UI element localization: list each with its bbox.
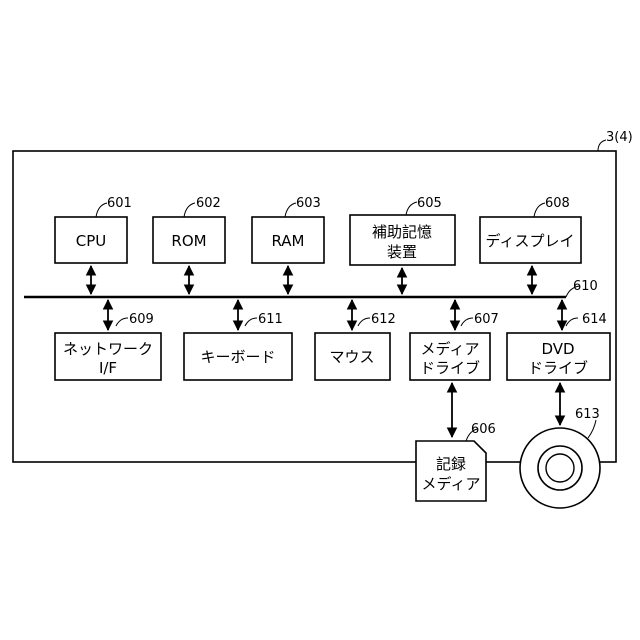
network-if-label-line1: ネットワーク	[63, 340, 153, 358]
rom-label: ROM	[171, 232, 206, 250]
cpu-label: CPU	[76, 232, 107, 250]
mouse-block: マウス 612	[315, 312, 396, 380]
recording-media-label-line1: 記録	[436, 455, 466, 473]
network-if-ref: 609	[129, 312, 154, 327]
media-drive-ref: 607	[474, 312, 499, 327]
auxiliary-storage-block: 補助記憶 装置 605	[350, 196, 455, 265]
ram-block: RAM 603	[252, 196, 324, 263]
keyboard-label: キーボード	[200, 348, 275, 366]
system-ref-leader	[598, 140, 606, 151]
display-label: ディスプレイ	[486, 232, 575, 250]
rom-ref: 602	[196, 196, 221, 211]
recording-media-ref: 606	[471, 422, 496, 437]
auxiliary-storage-label-line2: 装置	[387, 243, 417, 261]
network-if-label-line2: I/F	[99, 359, 117, 377]
ram-label: RAM	[271, 232, 304, 250]
mouse-label: マウス	[329, 348, 374, 366]
cpu-ref: 601	[107, 196, 132, 211]
auxiliary-storage-label-line1: 補助記憶	[372, 223, 432, 241]
recording-media-label-line2: メディア	[422, 475, 481, 493]
dvd-drive-label-line1: DVD	[541, 340, 574, 358]
auxiliary-storage-ref: 605	[417, 196, 442, 211]
display-block: ディスプレイ 608	[480, 196, 581, 263]
bus-ref-label: 610	[573, 279, 598, 294]
media-drive-label-line1: メディア	[421, 340, 480, 358]
cpu-block: CPU 601	[55, 196, 132, 263]
media-drive-label-line2: ドライブ	[420, 359, 480, 377]
dvd-disc-ref: 613	[575, 407, 600, 422]
rom-block: ROM 602	[153, 196, 225, 263]
dvd-drive-block: DVD ドライブ 614	[507, 312, 610, 380]
dvd-drive-ref: 614	[582, 312, 607, 327]
system-ref-label: 3(4)	[606, 130, 633, 145]
recording-media: 記録 メディア 606	[416, 422, 496, 501]
dvd-drive-label-line2: ドライブ	[528, 359, 588, 377]
display-ref: 608	[545, 196, 570, 211]
keyboard-ref: 611	[258, 312, 283, 327]
ram-ref: 603	[296, 196, 321, 211]
mouse-ref: 612	[371, 312, 396, 327]
